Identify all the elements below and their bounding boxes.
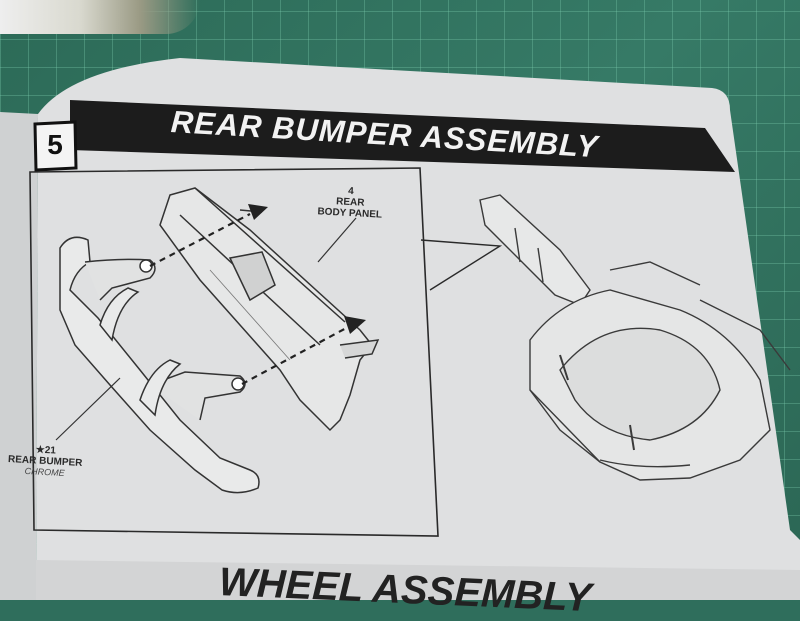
callout-pointer bbox=[420, 239, 503, 291]
diagram-frame bbox=[29, 167, 439, 537]
label-rear-bumper: ★21 REAR BUMPER CHROME bbox=[7, 443, 83, 480]
car-rear-body-detail bbox=[479, 194, 791, 481]
step-banner bbox=[70, 100, 735, 172]
corner-object bbox=[0, 0, 200, 34]
step-number-box bbox=[33, 120, 78, 172]
rear-body-panel-part bbox=[159, 187, 380, 432]
rear-bumper-part bbox=[59, 236, 260, 494]
booklet-illustration bbox=[0, 58, 800, 600]
left-page-edge bbox=[0, 112, 38, 600]
leader-lines bbox=[55, 217, 357, 441]
page-shadow bbox=[36, 560, 800, 600]
instruction-booklet: 5 REAR BUMPER ASSEMBLY 4 REAR BODY PANEL… bbox=[0, 58, 800, 620]
label-rear-body-panel: 4 REAR BODY PANEL bbox=[317, 184, 383, 221]
step-number: 5 bbox=[47, 129, 63, 160]
